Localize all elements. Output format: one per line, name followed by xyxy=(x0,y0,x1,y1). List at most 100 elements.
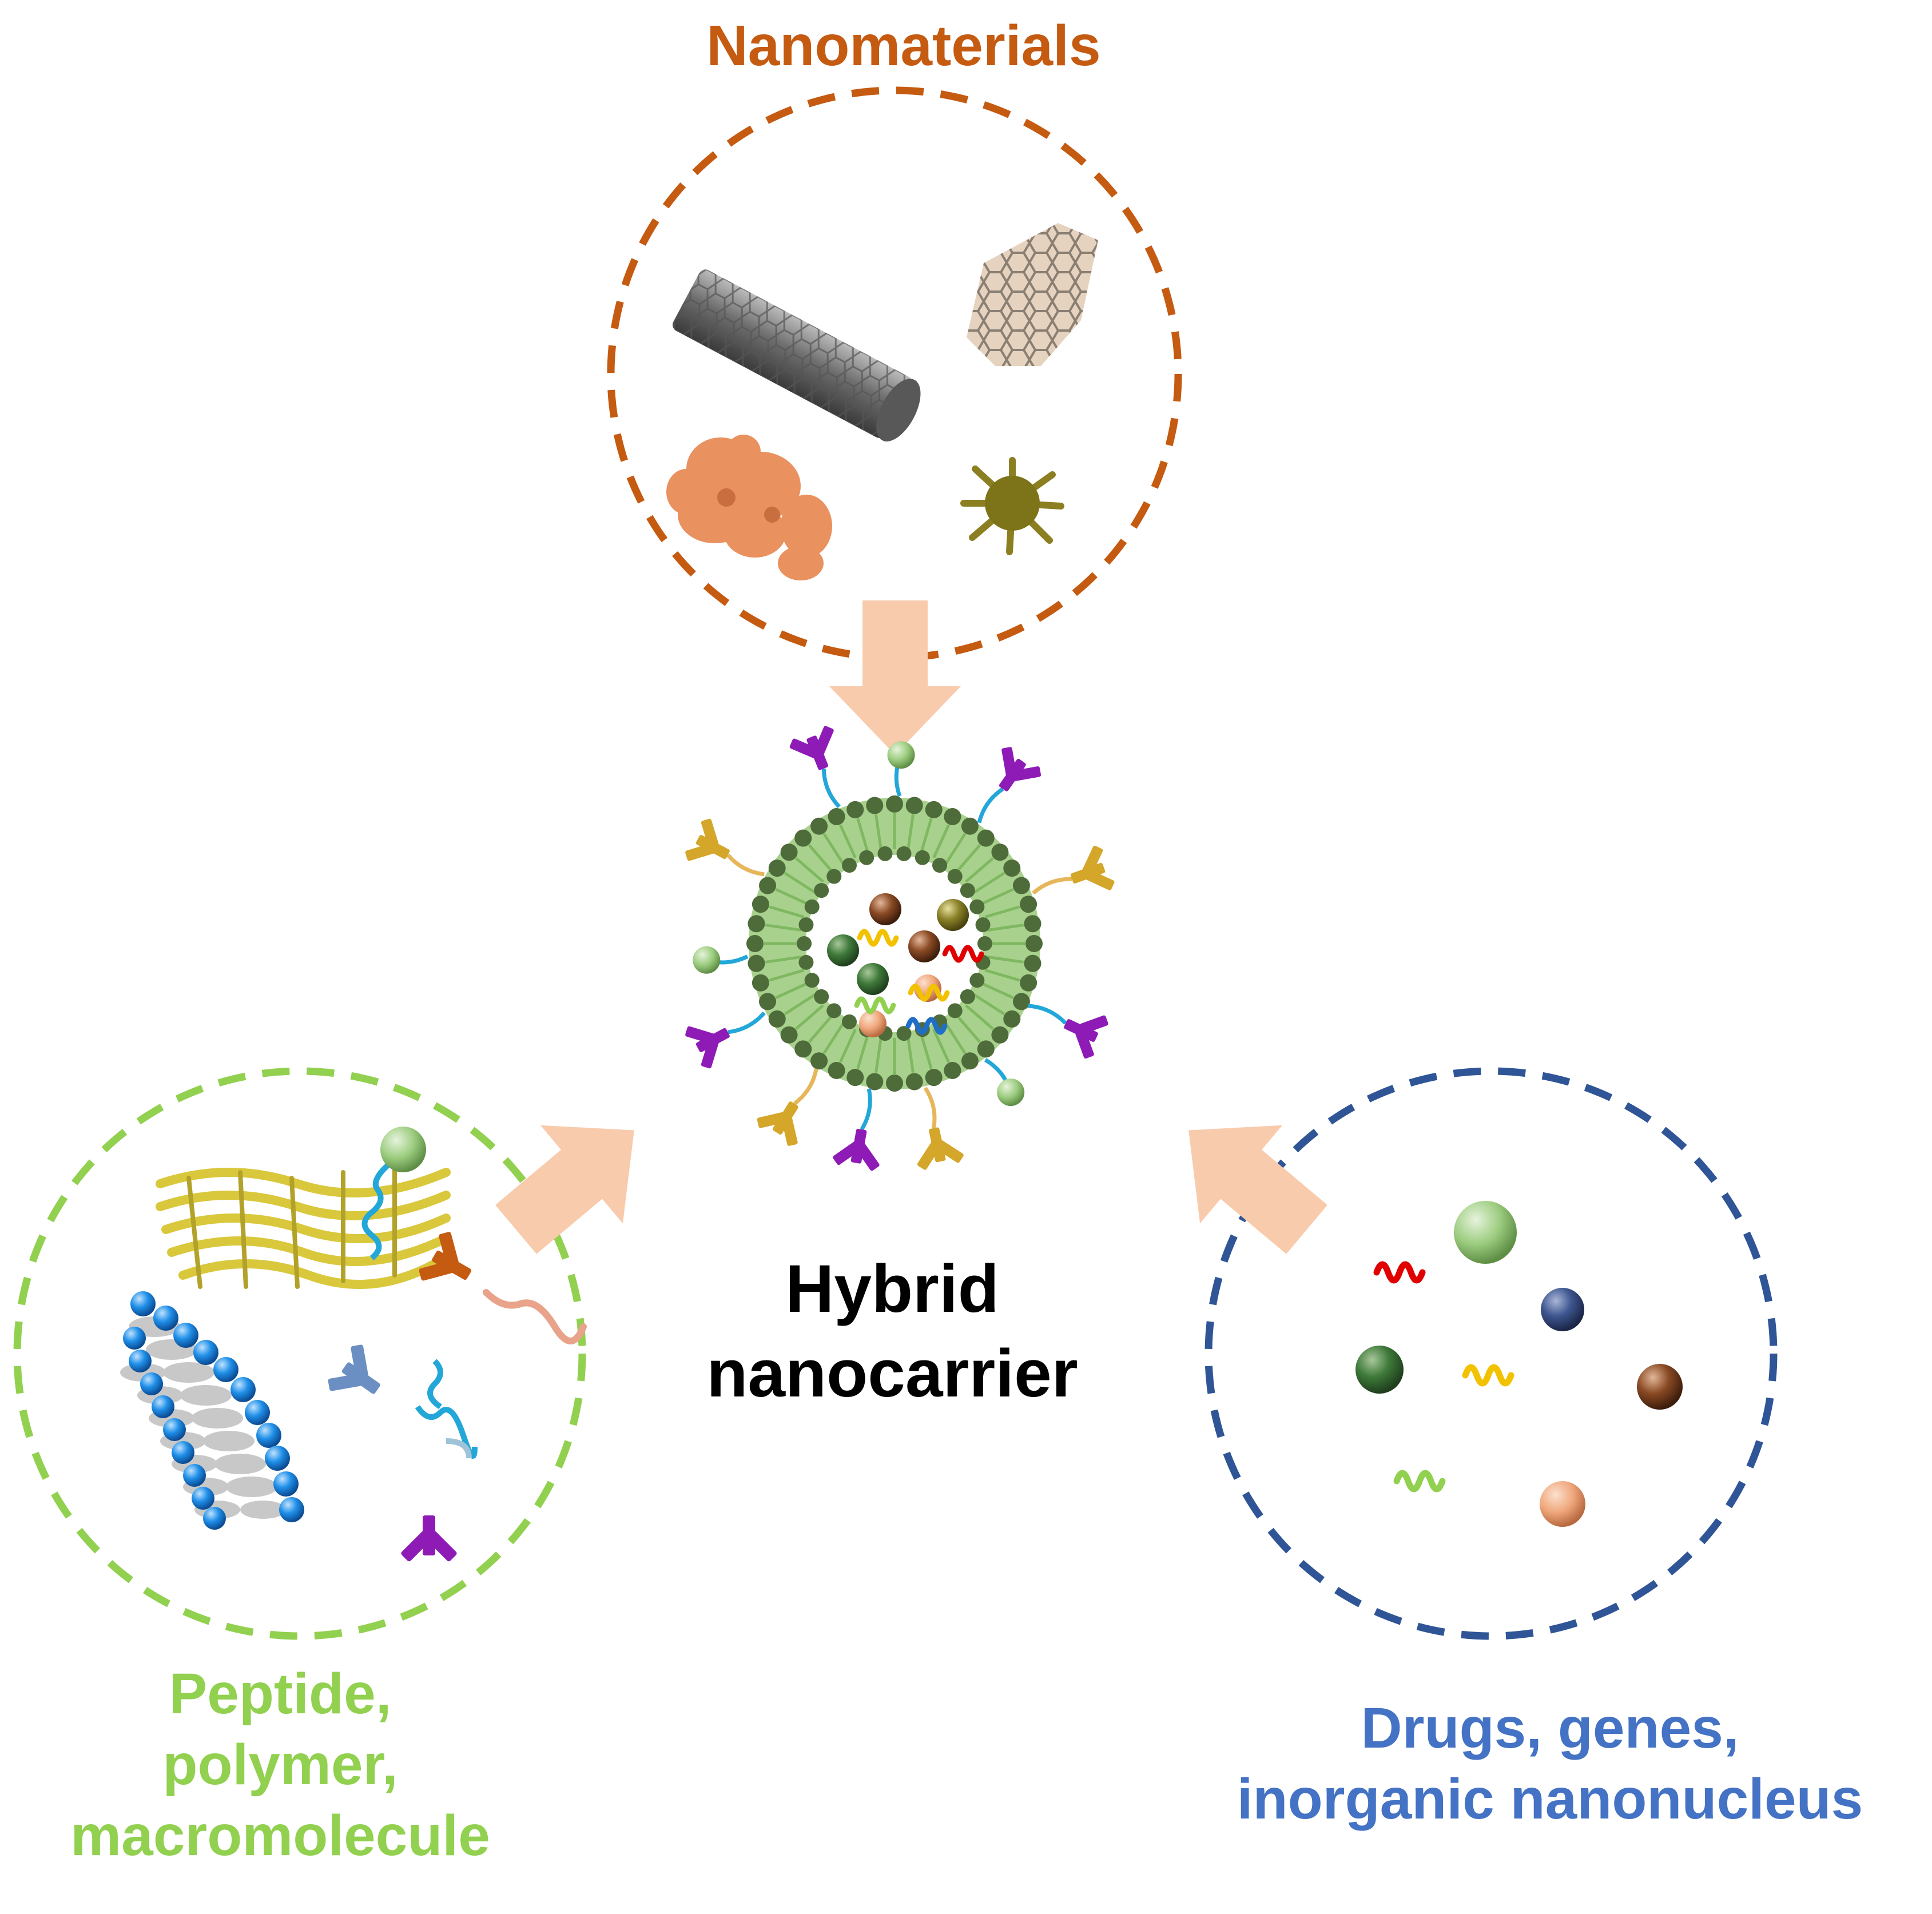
drugs-contents xyxy=(1355,1201,1683,1527)
lipid-tail xyxy=(765,956,802,964)
lipid-bilayer-icon xyxy=(120,1291,304,1530)
lipid-tail xyxy=(775,888,809,906)
lipid-head xyxy=(794,829,812,847)
lipid-head xyxy=(977,829,995,847)
lipid-tail xyxy=(874,814,882,851)
lipid-tail xyxy=(839,824,857,858)
gene-strand-icon xyxy=(1397,1473,1442,1489)
lipid-head xyxy=(810,817,828,835)
peptide-label-line: Peptide, xyxy=(169,1662,392,1726)
lipid-head xyxy=(961,1052,979,1070)
lipid-head xyxy=(828,1061,845,1079)
lipid-head xyxy=(759,877,777,894)
lipid-head xyxy=(915,850,930,865)
lipid-head xyxy=(947,1003,963,1018)
porous-particle-icon xyxy=(666,435,832,580)
lipid-head xyxy=(748,954,765,972)
lipid-head xyxy=(826,869,842,884)
lipid-head xyxy=(798,954,814,970)
sphere-icon xyxy=(1454,1201,1517,1264)
antibody-icon xyxy=(983,742,1046,803)
antibody-icon xyxy=(323,1339,394,1414)
lipid-head xyxy=(977,1040,995,1058)
lipid-head xyxy=(866,1073,884,1091)
lipid-tail xyxy=(822,1022,845,1055)
lipid-head xyxy=(1012,877,1030,894)
ligand-linker xyxy=(923,1087,937,1129)
lipid-head xyxy=(925,1069,943,1087)
lipid-head xyxy=(746,935,764,952)
lipid-head xyxy=(886,1075,903,1092)
lipid-head xyxy=(896,846,912,861)
lipid-head xyxy=(1024,954,1041,972)
lipid-tail xyxy=(944,1022,967,1055)
lipid-tail xyxy=(965,857,994,883)
arrow-icon xyxy=(495,1125,634,1254)
lipid-head xyxy=(859,850,874,865)
lipid-head xyxy=(814,989,829,1004)
lipid-head xyxy=(1024,915,1041,933)
lipid-head xyxy=(1020,896,1037,913)
lipid-head xyxy=(960,989,975,1004)
lipid-head xyxy=(969,899,985,914)
antibody-icon xyxy=(753,1091,816,1151)
peptide-label: Peptide, polymer, macromolecule xyxy=(11,1658,549,1871)
antibody-icon xyxy=(681,814,740,877)
lipid-head xyxy=(842,1014,857,1029)
nanomaterials-circle xyxy=(607,86,1182,662)
lipid-tail xyxy=(822,833,845,865)
ligand-linker xyxy=(726,853,765,877)
lipid-head xyxy=(991,1026,1009,1044)
lipid-head xyxy=(969,973,985,988)
lipid-tail xyxy=(980,888,1014,906)
lipid-head xyxy=(794,1040,812,1058)
peptide-circle xyxy=(13,1067,586,1640)
lipid-head xyxy=(768,1010,786,1028)
lipid-head xyxy=(896,1026,912,1041)
ligand-linker xyxy=(1028,1004,1067,1025)
lipid-tail xyxy=(769,905,805,918)
hybrid-nanocarrier-label: Hybrid nanocarrier xyxy=(652,1247,1132,1416)
lipid-tail xyxy=(775,981,809,999)
lipid-tail xyxy=(907,1036,915,1073)
lipid-head xyxy=(826,1003,842,1018)
lipid-head xyxy=(975,917,991,933)
hybrid-label-line: nanocarrier xyxy=(706,1336,1078,1411)
lipid-head xyxy=(944,1061,961,1079)
ligand-chain-icon xyxy=(361,1127,426,1260)
lipid-tail xyxy=(944,833,967,865)
lipid-tail xyxy=(955,844,981,873)
drugs-circle xyxy=(1204,1067,1778,1640)
lipid-tail xyxy=(839,1029,857,1063)
lipid-head xyxy=(960,883,975,898)
sphere-icon xyxy=(1637,1364,1683,1410)
lipid-tail xyxy=(769,969,805,982)
lipid-tail xyxy=(932,824,950,858)
lipid-head xyxy=(768,859,786,877)
lipid-head xyxy=(1020,974,1037,992)
lipid-tail xyxy=(808,1014,834,1043)
sphere-icon xyxy=(1355,1346,1404,1394)
lipid-tail xyxy=(932,1029,950,1063)
antibody-icon xyxy=(400,1515,458,1562)
lipid-tail xyxy=(765,924,802,932)
lipid-head xyxy=(846,801,864,818)
antibody-icon xyxy=(830,1125,886,1173)
ligand-bead-icon xyxy=(887,741,915,769)
lipid-tail xyxy=(955,1014,981,1043)
lipid-tail xyxy=(795,857,824,883)
lipid-head xyxy=(804,973,820,988)
lipid-head xyxy=(797,936,812,951)
lipid-head xyxy=(877,846,893,861)
lipid-head xyxy=(1003,1010,1021,1028)
sphere-icon xyxy=(1541,1288,1584,1331)
lipid-tail xyxy=(965,1004,994,1030)
lipid-tail xyxy=(920,1033,933,1069)
lipid-head xyxy=(932,858,947,873)
hybrid-label-line: Hybrid xyxy=(785,1251,999,1327)
lipid-tail xyxy=(973,993,1005,1016)
ligand-linker xyxy=(793,1068,818,1105)
spiky-nanoparticle-icon xyxy=(960,457,1064,555)
liposome-icon xyxy=(746,795,1043,1092)
